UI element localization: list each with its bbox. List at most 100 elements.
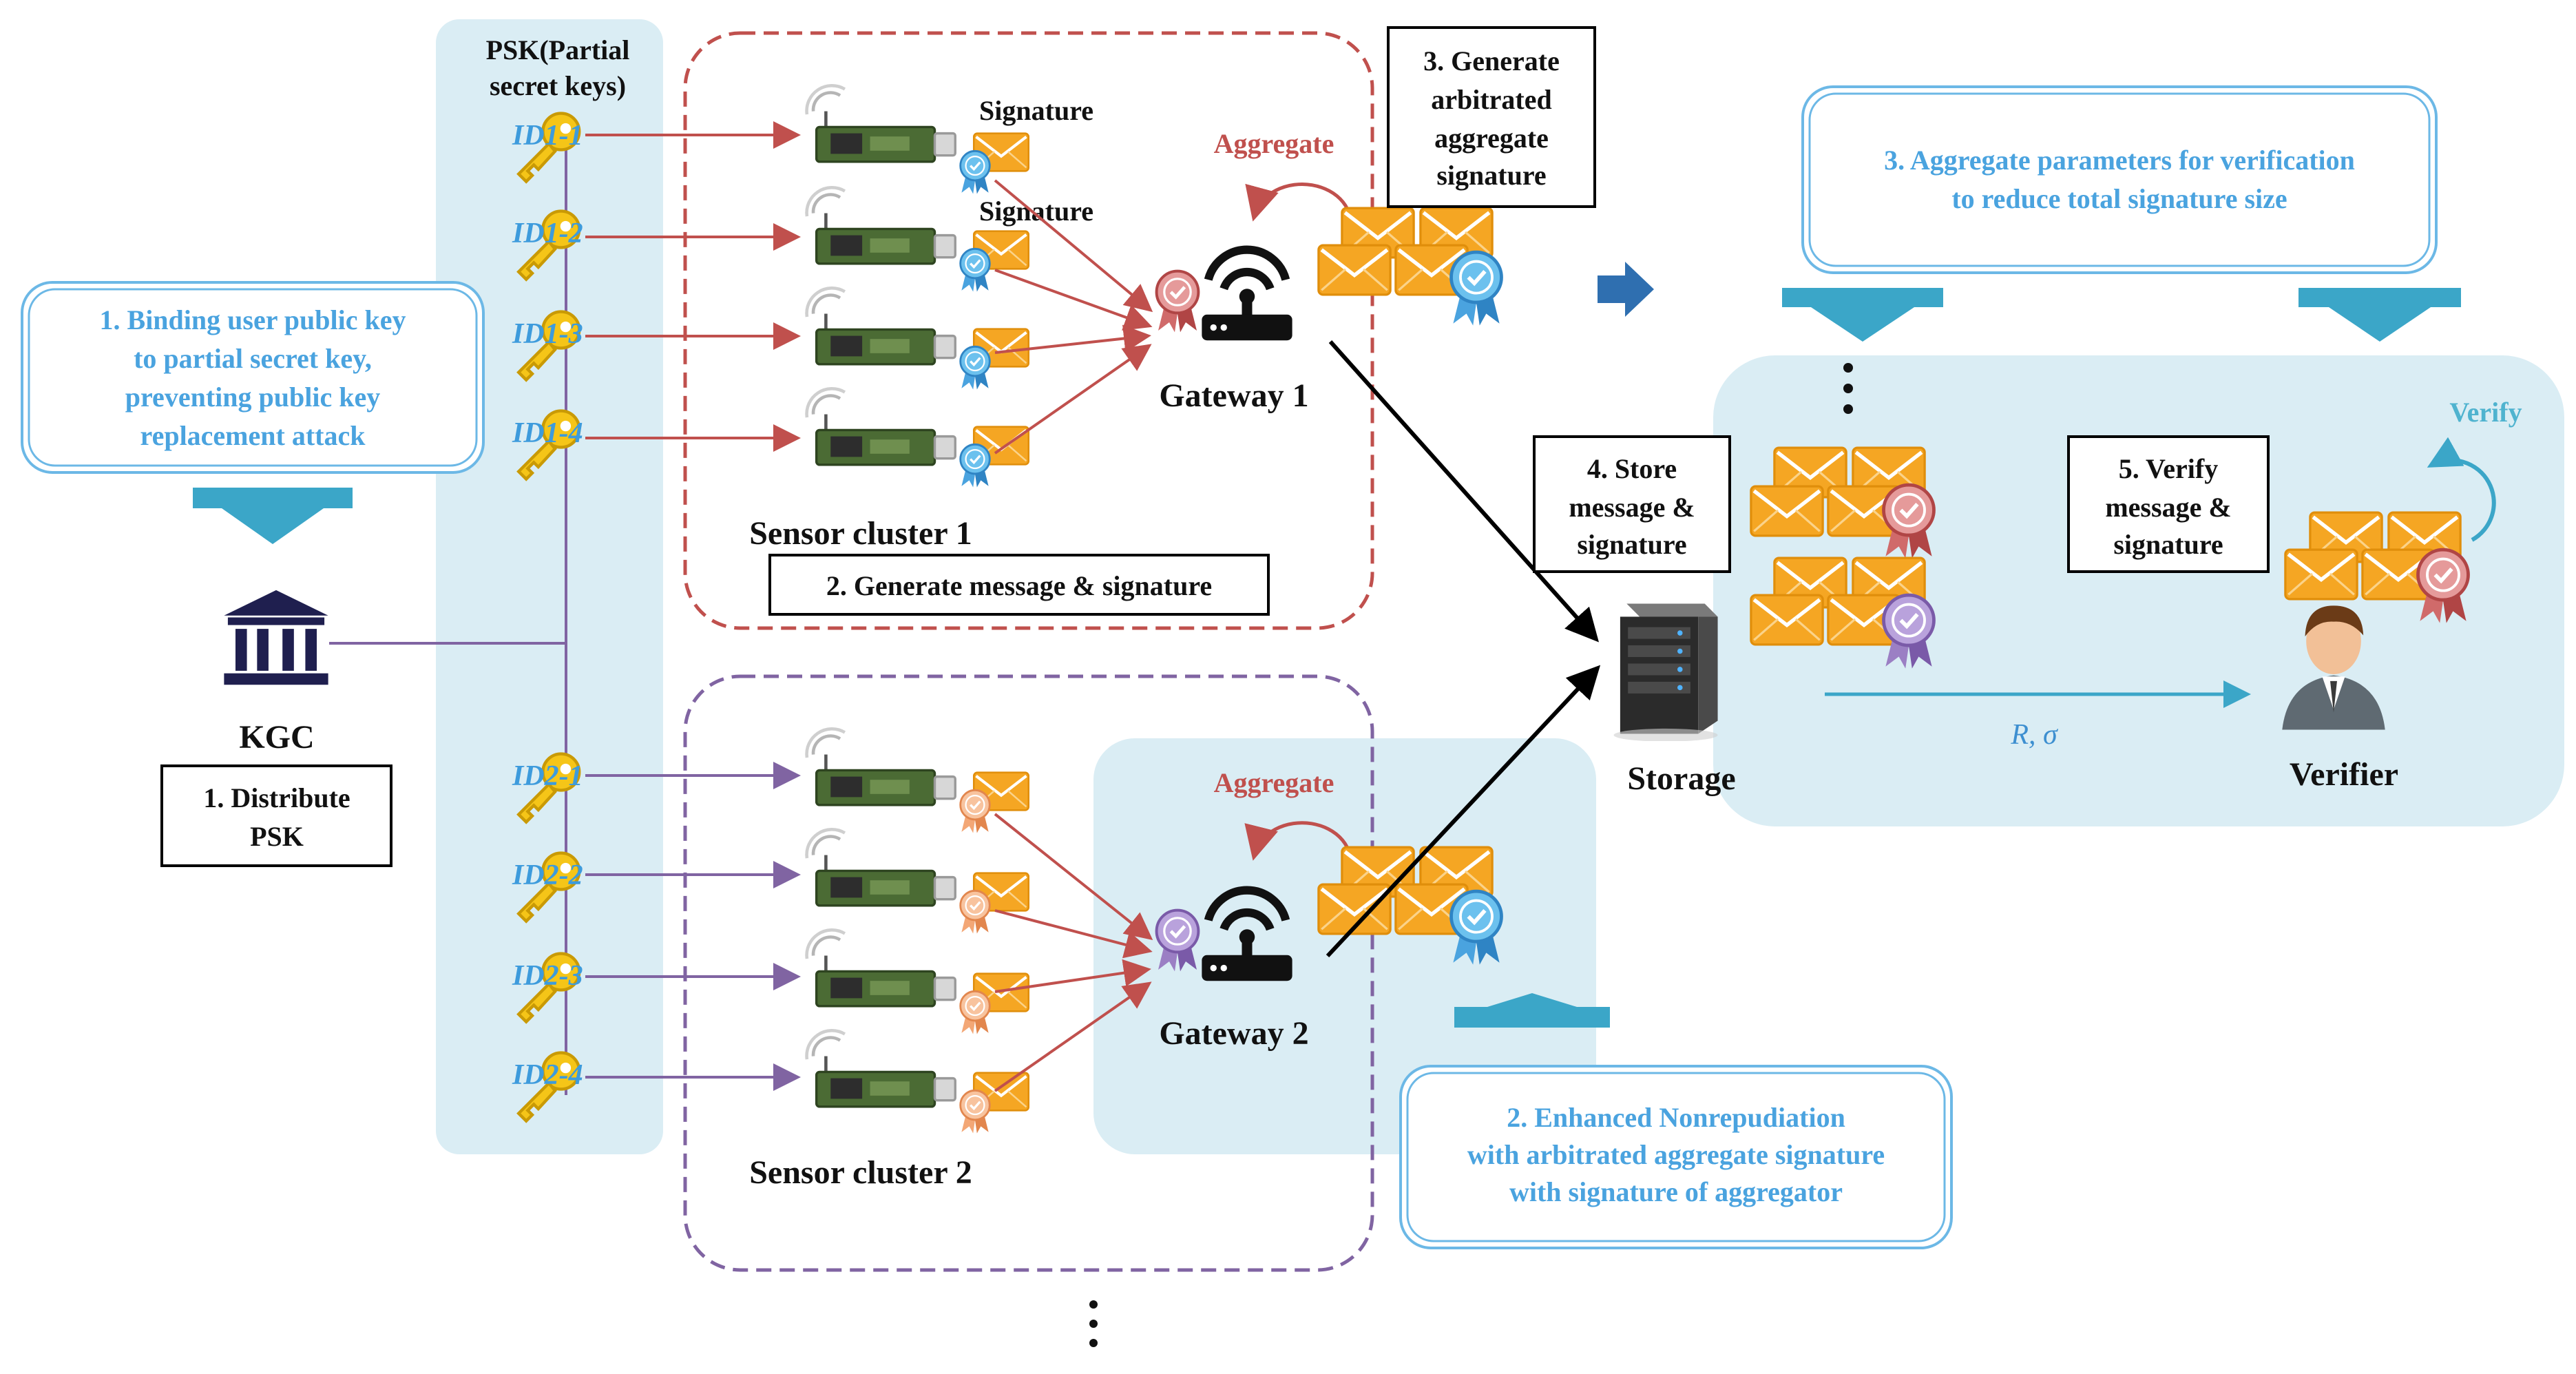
- arbitrated-line4: signature: [1436, 160, 1546, 191]
- store-line3: signature: [1577, 529, 1686, 560]
- binding-line3: preventing public key: [125, 382, 380, 413]
- id-label: ID2-4: [512, 1059, 583, 1091]
- cluster1-sensors: [807, 85, 956, 465]
- badge-icon: [959, 149, 992, 196]
- badge-icon: [959, 247, 992, 293]
- badge-icon: [959, 1089, 992, 1135]
- sensor-cluster-2-label: Sensor cluster 2: [749, 1154, 972, 1191]
- envelope-icon: [1751, 486, 1823, 536]
- badge-icon: [959, 345, 992, 391]
- nonrepudiation-up-arrow: [1454, 993, 1610, 1028]
- nonrepudiation-line1: 2. Enhanced Nonrepudiation: [1507, 1102, 1845, 1133]
- id-label: ID1-4: [512, 417, 583, 449]
- params-down-arrow-right: [2298, 288, 2461, 342]
- sensor-icon: [807, 1030, 956, 1107]
- r-sigma-label: R, σ: [2010, 719, 2059, 751]
- key-id1-1: ID1-1: [512, 114, 583, 182]
- id-label: ID2-3: [512, 960, 583, 992]
- arbitrated-line2: arbitrated: [1431, 84, 1552, 115]
- gateway2-to-storage-arrow: [1326, 665, 1601, 958]
- psk-to-cluster1-arrows: [585, 121, 801, 452]
- cluster2-signatures: [959, 773, 1029, 1135]
- distribute-psk-line1: 1. Distribute: [203, 782, 350, 813]
- psk-to-cluster2-arrows: [585, 762, 801, 1091]
- nonrepudiation-callout: [1399, 1065, 1953, 1249]
- envelope-icon: [1751, 595, 1823, 645]
- gateway1-router-icon: [1202, 250, 1292, 341]
- signature-label-1: Signature: [979, 95, 1093, 126]
- key-id2-4: ID2-4: [512, 1053, 583, 1121]
- sensor-icon: [807, 388, 956, 465]
- key-id2-2: ID2-2: [512, 853, 583, 922]
- params-down-arrow-left: [1782, 288, 1943, 342]
- gateway1-badge-icon: [1157, 271, 1199, 333]
- arbitrated-line3: aggregate: [1434, 123, 1549, 154]
- store-step-box: [1533, 435, 1731, 573]
- distribute-psk-box: [160, 764, 392, 867]
- generate-step-box: [768, 554, 1270, 616]
- nonrepudiation-line2: with arbitrated aggregate signature: [1467, 1139, 1885, 1170]
- gateway1-to-storage-arrow: [1328, 340, 1599, 643]
- gateway1-label: Gateway 1: [1159, 377, 1308, 414]
- arbitrated-step-box: [1387, 26, 1596, 208]
- more-clusters-ellipsis: [1089, 1300, 1098, 1347]
- badge-icon: [959, 789, 992, 835]
- sensor-icon: [807, 729, 956, 805]
- aggregate-params-callout: [1801, 85, 2438, 274]
- key-id2-3: ID2-3: [512, 954, 583, 1022]
- id-label: ID1-3: [512, 318, 583, 350]
- sensor-cluster-1-label: Sensor cluster 1: [749, 515, 972, 552]
- sensor-cluster-2-border: [683, 674, 1374, 1272]
- sensor-icon: [807, 187, 956, 264]
- sensor-cluster-1-border: [683, 31, 1374, 630]
- envelope-icon: [1319, 245, 1390, 295]
- id-label: ID2-2: [512, 860, 583, 891]
- key-id1-2: ID1-2: [512, 211, 583, 280]
- verify-label: Verify: [2449, 397, 2522, 428]
- storage-server-icon: [1613, 603, 1718, 741]
- sensor-icon: [807, 85, 956, 162]
- binding-line4: replacement attack: [140, 420, 366, 451]
- id-label: ID1-1: [512, 120, 583, 152]
- id-label: ID2-1: [512, 760, 583, 792]
- generate-step-label: 2. Generate message & signature: [826, 570, 1212, 601]
- aggregate-curve-1: [1245, 183, 1353, 232]
- more-records-ellipsis: [1843, 363, 1853, 414]
- verify-line3: signature: [2113, 529, 2223, 560]
- arbitrated-line1: 3. Generate: [1423, 45, 1560, 76]
- right-arrow-icon: [1598, 262, 1654, 317]
- binding-line2: to partial secret key,: [134, 343, 372, 374]
- key-id1-3: ID1-3: [512, 312, 583, 380]
- binding-down-arrow: [193, 488, 353, 544]
- psk-panel: [436, 19, 663, 1154]
- psk-title-line1: PSK(Partial: [486, 34, 630, 65]
- distribute-psk-line2: PSK: [250, 821, 304, 852]
- store-line1: 4. Store: [1587, 453, 1677, 484]
- nonrepudiation-line3: with signature of aggregator: [1509, 1176, 1843, 1207]
- verify-line2: message &: [2105, 492, 2231, 523]
- kgc-label: KGC: [239, 719, 314, 756]
- kgc-bank-icon: [224, 590, 328, 685]
- envelope-icon: [2285, 550, 2357, 599]
- sensor-icon: [807, 288, 956, 364]
- binding-line1: 1. Binding user public key: [100, 304, 406, 335]
- aggregate-params-line2: to reduce total signature size: [1951, 183, 2287, 214]
- key-id2-1: ID2-1: [512, 754, 583, 822]
- cluster2-sensors: [807, 729, 956, 1107]
- psk-title-line2: secret keys): [490, 70, 626, 101]
- verify-curve: [2427, 437, 2496, 542]
- gateway2-panel: [1093, 738, 1596, 1154]
- id-label: ID1-2: [512, 218, 583, 249]
- verifier-label: Verifier: [2290, 756, 2398, 793]
- signature-label-2: Signature: [979, 196, 1093, 227]
- store-line2: message &: [1569, 492, 1695, 523]
- badge-icon: [1452, 252, 1502, 326]
- aggregate-label-1: Aggregate: [1214, 128, 1334, 159]
- binding-callout: [21, 281, 485, 474]
- aggregate-label-2: Aggregate: [1214, 767, 1334, 798]
- verify-line1: 5. Verify: [2119, 453, 2218, 484]
- cluster1-to-gateway1-arrows: [994, 179, 1153, 455]
- storage-label: Storage: [1627, 760, 1735, 797]
- sensor-icon: [807, 829, 956, 906]
